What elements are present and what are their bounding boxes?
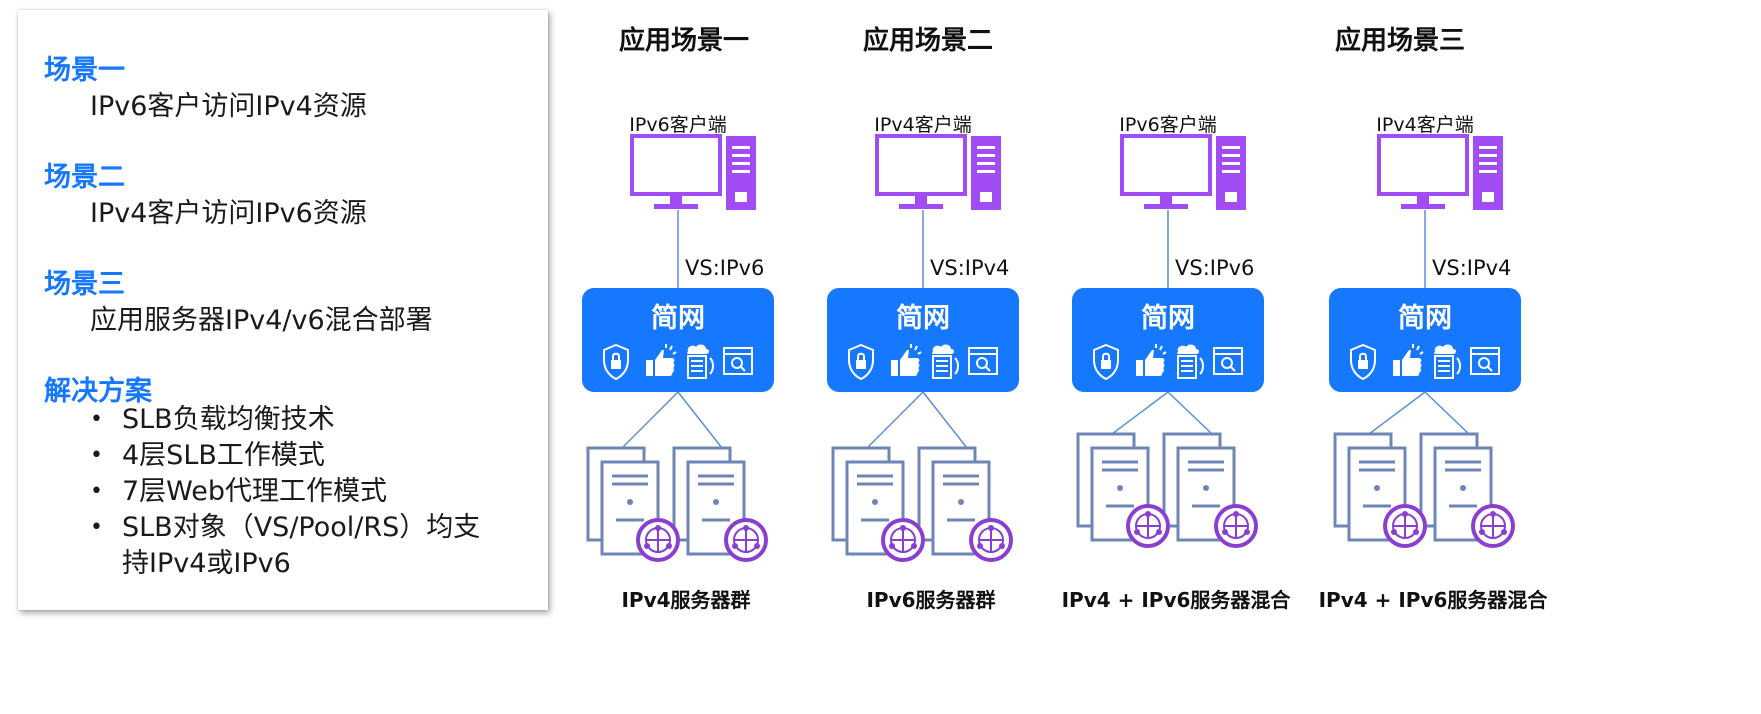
thumbs-up-icon (1393, 344, 1424, 376)
gateway-box: 简网 (1329, 288, 1521, 392)
bullet-icon: • (90, 479, 103, 504)
server-group-label: IPv4服务器群 (621, 588, 751, 612)
server-cloud-icon (1433, 344, 1461, 379)
bullet-text: 4层SLB工作模式 (122, 440, 325, 471)
gateway-icons (1093, 343, 1243, 381)
server-group-label: IPv6服务器群 (866, 588, 996, 612)
server-group-icon (1076, 432, 1258, 548)
gateway-box: 简网 (827, 288, 1019, 392)
bullet-icon: • (90, 515, 103, 540)
browser-search-icon (1470, 347, 1500, 375)
scenario-1-title: 场景一 (44, 55, 125, 86)
bullet-text: SLB负载均衡技术 (122, 404, 335, 435)
server-group-icon (1333, 432, 1515, 548)
thumbs-up-icon (1136, 344, 1167, 376)
connector-lines (621, 391, 723, 449)
browser-search-icon (1213, 347, 1243, 375)
gateway-icons (603, 343, 753, 381)
solution-title: 解决方案 (44, 376, 152, 407)
connector-lines (1368, 391, 1470, 435)
gateway-box: 简网 (1072, 288, 1264, 392)
browser-search-icon (968, 347, 998, 375)
bullet-text: SLB对象（VS/Pool/RS）均支持IPv4或IPv6 (122, 512, 481, 579)
scene-title-2: 应用场景二 (862, 26, 994, 56)
client-computer-icon (630, 134, 756, 210)
scenario-2-title: 场景二 (44, 162, 125, 193)
list-item: • SLB负载均衡技术 (84, 402, 492, 438)
gateway-icons (848, 343, 998, 381)
connector-line (677, 210, 679, 290)
solution-list: • SLB负载均衡技术 • 4层SLB工作模式 • 7层Web代理工作模式 • SLB对… (84, 402, 492, 582)
connector-lines (1111, 391, 1213, 435)
connector-line (922, 210, 924, 290)
client-computer-icon (1377, 134, 1503, 210)
gateway-title: 简网 (896, 303, 950, 334)
connector-lines (866, 391, 968, 449)
gateway-title: 简网 (651, 303, 705, 334)
shield-lock-icon (1093, 343, 1119, 381)
server-group-label: IPv4 + IPv6服务器混合 (1318, 588, 1548, 612)
scenario-3-desc: 应用服务器IPv4/v6混合部署 (90, 305, 433, 336)
gateway-title: 简网 (1398, 303, 1452, 334)
vs-label: VS:IPv6 (1175, 256, 1255, 280)
list-item: • 4层SLB工作模式 (84, 438, 492, 474)
server-group-icon (586, 446, 768, 562)
scenario-3-title: 场景三 (44, 269, 125, 300)
scenario-2-desc: IPv4客户访问IPv6资源 (90, 198, 367, 229)
server-group-label: IPv4 + IPv6服务器混合 (1061, 588, 1291, 612)
scene-title-1: 应用场景一 (618, 26, 750, 56)
server-cloud-icon (1176, 344, 1204, 379)
bullet-icon: • (90, 443, 103, 468)
server-cloud-icon (686, 344, 714, 379)
gateway-title: 简网 (1141, 303, 1195, 334)
connector-line (1167, 210, 1169, 290)
list-item: • 7层Web代理工作模式 (84, 474, 492, 510)
server-cloud-icon (931, 344, 959, 379)
gateway-box: 简网 (582, 288, 774, 392)
shield-lock-icon (1350, 343, 1376, 381)
thumbs-up-icon (646, 344, 677, 376)
vs-label: VS:IPv4 (930, 256, 1010, 280)
client-label: IPv4客户端 (1376, 114, 1474, 136)
shield-lock-icon (603, 343, 629, 381)
thumbs-up-icon (891, 344, 922, 376)
summary-panel: 场景一 IPv6客户访问IPv4资源 场景二 IPv4客户访问IPv6资源 场景… (18, 10, 548, 610)
shield-lock-icon (848, 343, 874, 381)
bullet-icon: • (90, 407, 103, 432)
client-label: IPv4客户端 (874, 114, 972, 136)
client-computer-icon (875, 134, 1001, 210)
list-item: • SLB对象（VS/Pool/RS）均支持IPv4或IPv6 (84, 510, 492, 582)
gateway-icons (1350, 343, 1500, 381)
scenario-1-desc: IPv6客户访问IPv4资源 (90, 91, 367, 122)
bullet-text: 7层Web代理工作模式 (122, 476, 388, 507)
connector-line (1424, 210, 1426, 290)
client-label: IPv6客户端 (1119, 114, 1217, 136)
server-group-icon (831, 446, 1013, 562)
client-computer-icon (1120, 134, 1246, 210)
scene-title-3: 应用场景三 (1334, 26, 1466, 56)
browser-search-icon (723, 347, 753, 375)
client-label: IPv6客户端 (629, 114, 727, 136)
vs-label: VS:IPv6 (685, 256, 765, 280)
vs-label: VS:IPv4 (1432, 256, 1512, 280)
